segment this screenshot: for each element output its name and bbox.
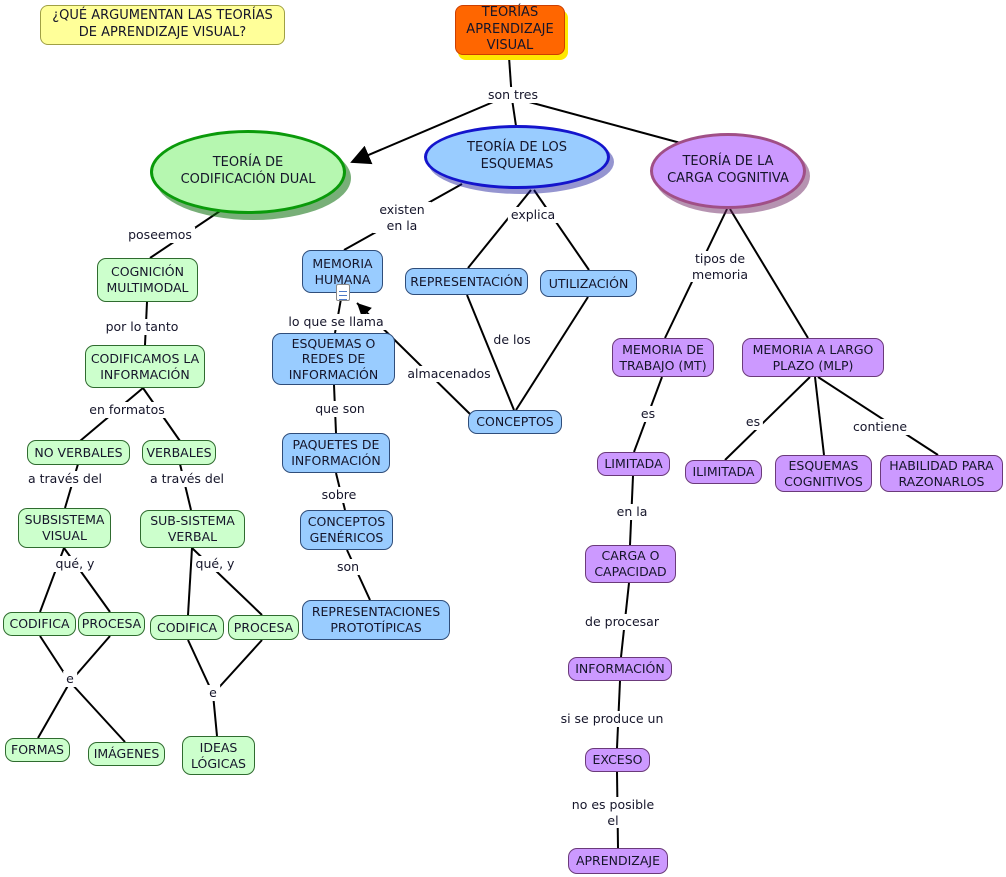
node-limitada[interactable]: LIMITADA <box>597 452 670 476</box>
edge-label-que-y-1: qué, y <box>52 556 98 572</box>
node-codifica-visual[interactable]: CODIFICA <box>3 612 76 636</box>
node-verbales[interactable]: VERBALES <box>142 440 216 465</box>
node-esquemas-cognitivos[interactable]: ESQUEMAS COGNITIVOS <box>775 455 872 492</box>
node-memoria-largo-plazo[interactable]: MEMORIA A LARGO PLAZO (MLP) <box>742 338 884 377</box>
edge-label-poseemos: poseemos <box>125 227 195 243</box>
edge-label-a-traves-del-1: a través del <box>24 471 106 487</box>
node-esquemas-redes[interactable]: ESQUEMAS O REDES DE INFORMACIÓN <box>272 333 395 385</box>
node-aprendizaje[interactable]: APRENDIZAJE <box>568 848 668 874</box>
node-subsistema-visual[interactable]: SUBSISTEMA VISUAL <box>18 508 111 548</box>
node-codifica-verbal[interactable]: CODIFICA <box>150 615 224 640</box>
root-node[interactable]: TEORÍAS APRENDIZAJE VISUAL <box>455 5 565 55</box>
node-representacion[interactable]: REPRESENTACIÓN <box>405 268 528 295</box>
node-no-verbales[interactable]: NO VERBALES <box>27 440 130 465</box>
edge-label-no-es-posible-el: no es posible el <box>564 797 662 829</box>
edge-label-es-2: es <box>742 414 764 430</box>
document-resource-icon[interactable] <box>336 284 350 301</box>
theory-carga-cognitiva[interactable]: TEORÍA DE LA CARGA COGNITIVA <box>650 133 806 209</box>
edge-label-por-lo-tanto: por lo tanto <box>102 319 182 335</box>
node-exceso[interactable]: EXCESO <box>585 748 650 772</box>
node-informacion[interactable]: INFORMACIÓN <box>568 657 672 681</box>
edge-label-que-son: que son <box>312 401 368 417</box>
edge-label-existen-en-la: existen en la <box>373 202 431 234</box>
edge-label-son: son <box>333 559 363 575</box>
edge-label-es-1: es <box>637 406 659 422</box>
node-codificamos-informacion[interactable]: CODIFICAMOS LA INFORMACIÓN <box>85 345 205 388</box>
edge-label-e-2: e <box>206 685 220 701</box>
node-memoria-trabajo[interactable]: MEMORIA DE TRABAJO (MT) <box>612 338 714 377</box>
edge-label-que-y-2: qué, y <box>192 556 238 572</box>
node-paquetes-informacion[interactable]: PAQUETES DE INFORMACIÓN <box>282 433 390 473</box>
edge-label-de-los: de los <box>490 332 534 348</box>
node-conceptos-genericos[interactable]: CONCEPTOS GENÉRICOS <box>300 510 393 550</box>
edge-label-son-tres: son tres <box>484 87 542 103</box>
node-conceptos[interactable]: CONCEPTOS <box>468 410 562 434</box>
node-subsistema-verbal[interactable]: SUB-SISTEMA VERBAL <box>140 510 245 548</box>
edge-label-en-formatos: en formatos <box>86 402 168 418</box>
edge-label-sobre: sobre <box>318 487 360 503</box>
edge-label-lo-que-se-llama: lo que se llama <box>285 314 387 330</box>
node-imagenes[interactable]: IMÁGENES <box>88 742 165 766</box>
theory-esquemas[interactable]: TEORÍA DE LOS ESQUEMAS <box>424 125 610 189</box>
node-ilimitada[interactable]: ILIMITADA <box>685 460 762 484</box>
edge-label-tipos-de-memoria: tipos de memoria <box>687 251 753 283</box>
edge-label-a-traves-del-2: a través del <box>146 471 228 487</box>
node-formas[interactable]: FORMAS <box>5 738 70 762</box>
node-procesa-verbal[interactable]: PROCESA <box>228 615 299 640</box>
node-representaciones-prototipicas[interactable]: REPRESENTACIONES PROTOTÍPICAS <box>302 600 450 640</box>
edge-label-si-se-produce-un: si se produce un <box>557 711 667 727</box>
edge-label-de-procesar: de procesar <box>582 614 662 630</box>
node-procesa-visual[interactable]: PROCESA <box>78 612 145 636</box>
edge-label-contiene: contiene <box>849 419 911 435</box>
node-utilizacion[interactable]: UTILIZACIÓN <box>540 270 637 297</box>
node-carga-capacidad[interactable]: CARGA O CAPACIDAD <box>585 545 676 583</box>
edge-label-e-1: e <box>63 671 77 687</box>
edge-label-almacenados: almacenados <box>404 366 494 382</box>
node-ideas-logicas[interactable]: IDEAS LÓGICAS <box>182 736 255 775</box>
edge-label-en-la: en la <box>613 504 651 520</box>
theory-codificacion-dual[interactable]: TEORÍA DE CODIFICACIÓN DUAL <box>150 130 346 214</box>
node-habilidad-razonarlos[interactable]: HABILIDAD PARA RAZONARLOS <box>880 455 1003 492</box>
question-box: ¿QUÉ ARGUMENTAN LAS TEORÍAS DE APRENDIZA… <box>40 5 285 45</box>
node-cognicion-multimodal[interactable]: COGNICIÓN MULTIMODAL <box>97 258 198 302</box>
edge-label-explica: explica <box>507 207 559 223</box>
